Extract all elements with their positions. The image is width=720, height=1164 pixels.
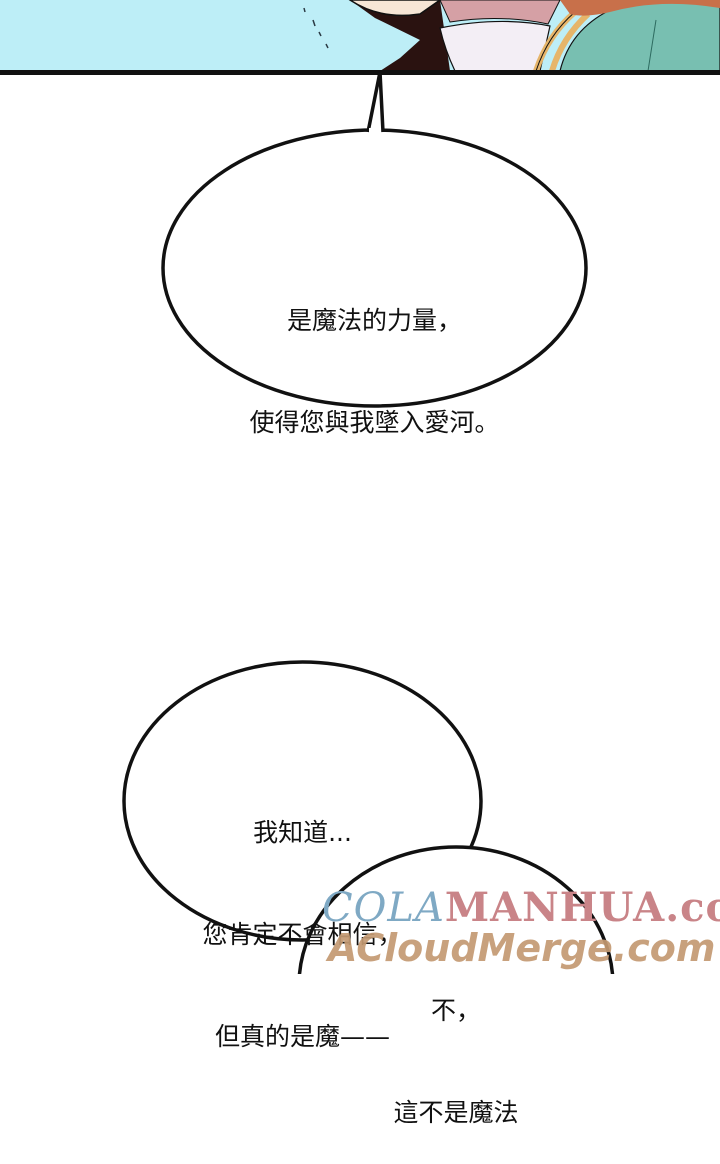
speech-bubble-3 [297,845,615,974]
watermark-acloudmerge: ACloudMerge.com [328,926,716,970]
bubble-3-line-1: 不， [430,996,481,1025]
bubble-1-line-2: 使得您與我墜入愛河。 [249,408,500,437]
top-illustration-panel [0,0,720,71]
character-illustration [0,0,720,71]
bubble-2-line-1: 我知道... [253,818,352,847]
bubble-1-line-1: 是魔法的力量， [286,306,462,335]
watermark-manhua: MANHUA.com [444,884,720,931]
speech-bubble-1 [161,71,588,408]
watermark-colamanhua: COLAMANHUA.com [322,884,720,931]
watermark-cola: COLA [322,885,445,931]
bubble-1-text: 是魔法的力量， 使得您與我墜入愛河。 [163,236,586,474]
panel-border [0,70,720,75]
bubble-3-line-2: 這不是魔法 [393,1098,519,1127]
speech-bubbles-layer [122,71,615,974]
bubble-2-line-2: 您肯定不會相信， [202,920,403,949]
